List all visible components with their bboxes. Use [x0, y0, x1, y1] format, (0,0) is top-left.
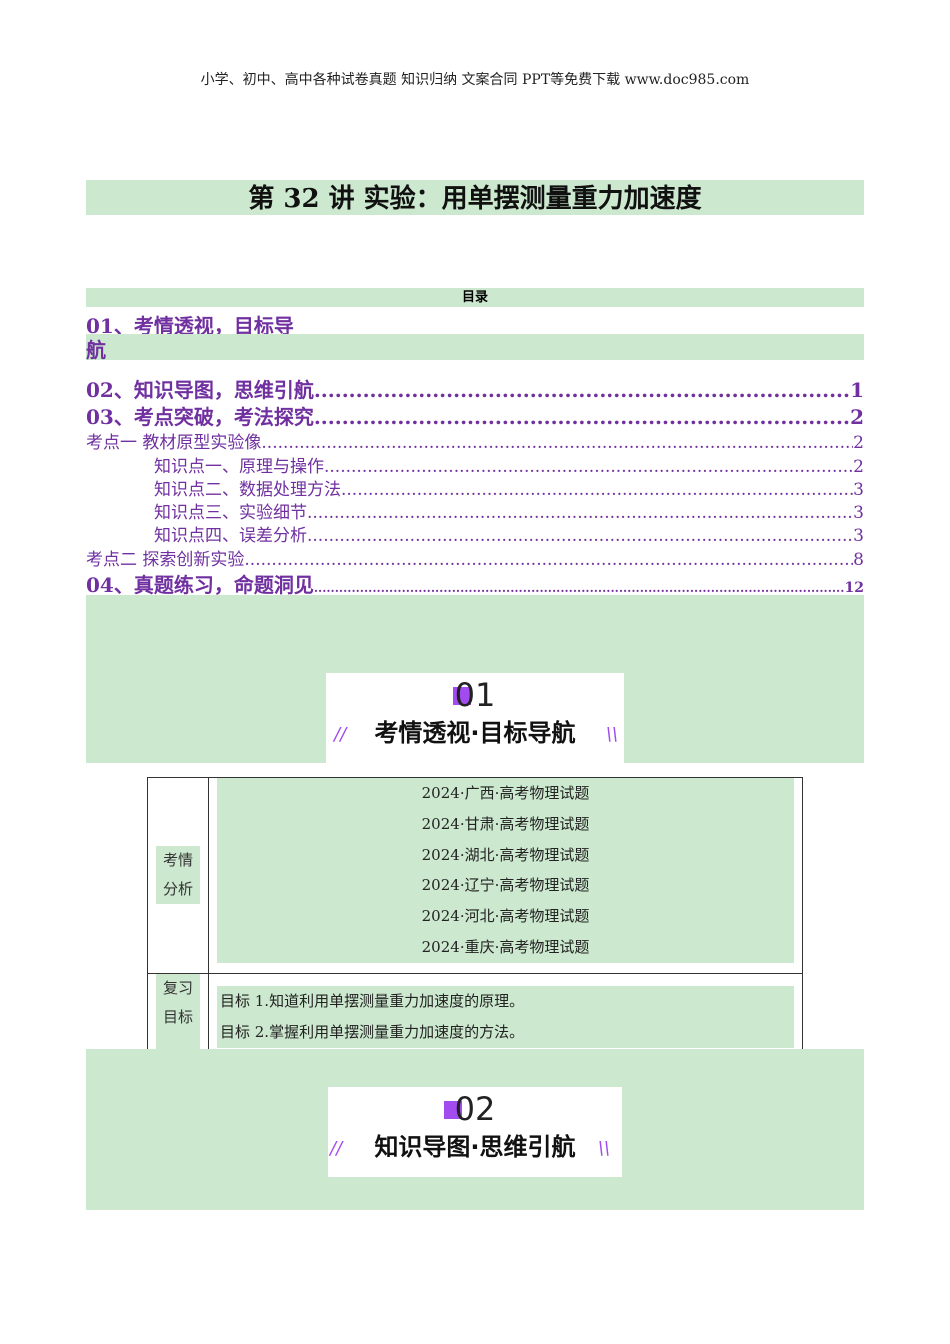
toc-item[interactable]: 知识点二、数据处理方法 3 — [86, 475, 864, 500]
toc-label: 04、真题练习，命题洞见 — [86, 573, 314, 597]
toc-label: 知识点四、误差分析 — [154, 526, 307, 546]
banner-number: 01 — [454, 676, 496, 714]
toc-item[interactable]: 知识点四、误差分析 3 — [86, 521, 864, 546]
goal-item: 目标 2.掌握利用单摆测量重力加速度的方法。 — [220, 1022, 525, 1041]
page-header: 小学、初中、高中各种试卷真题 知识归纳 文案合同 PPT等免费下载 www.do… — [200, 72, 750, 88]
toc-item[interactable]: 知识点一、原理与操作 2 — [86, 452, 864, 477]
toc-page: 3 — [853, 480, 864, 500]
toc-page: 12 — [844, 580, 864, 596]
table-row: 复习目标 目标 1.知道利用单摆测量重力加速度的原理。目标 2.掌握利用单摆测量… — [147, 972, 803, 1069]
toc-page: 3 — [853, 526, 864, 546]
toc-item[interactable]: 知识点三、实验细节 3 — [86, 498, 864, 523]
toc-page: 8 — [853, 550, 864, 570]
source-item: 2024·甘肃·高考物理试题 — [217, 808, 794, 840]
section-banner-2: 02 // 知识导图·思维引航 \\ — [328, 1087, 622, 1177]
banner-title: 知识导图·思维引航 — [374, 1133, 576, 1161]
toc-label: 知识点一、原理与操作 — [154, 457, 324, 477]
toc-page: 3 — [853, 503, 864, 523]
source-item: 2024·广西·高考物理试题 — [217, 778, 794, 809]
toc-item[interactable]: 02、知识导图，思维引航 1 — [86, 374, 864, 403]
toc-page: 2 — [850, 405, 864, 429]
source-item: 2024·河北·高考物理试题 — [217, 901, 794, 932]
toc-page: 1 — [850, 378, 864, 402]
row-label: 分析 — [162, 880, 193, 899]
row-label: 考情 — [162, 851, 193, 870]
toc-label: 02、知识导图，思维引航 — [86, 378, 314, 402]
table-row: 考情分析 2024·广西·高考物理试题 2024·甘肃·高考物理试题 2024·… — [147, 777, 803, 974]
toc-item[interactable]: 考点二 探索创新实验 8 — [86, 545, 864, 570]
toc-label: 03、考点突破，考法探究 — [86, 405, 314, 429]
source-item: 2024·湖北·高考物理试题 — [217, 839, 794, 871]
toc-label: 知识点二、数据处理方法 — [154, 480, 341, 500]
toc-heading: 目录 — [86, 288, 864, 307]
toc-item[interactable]: 04、真题练习，命题洞见 12 — [86, 569, 864, 598]
toc-label: 知识点三、实验细节 — [154, 503, 307, 523]
toc-item[interactable]: 考点一 教材原型实验像 2 — [86, 428, 864, 453]
source-item: 2024·重庆·高考物理试题 — [217, 931, 794, 963]
banner-number: 02 — [454, 1090, 496, 1128]
toc-item[interactable]: 03、考点突破，考法探究 2 — [86, 401, 864, 430]
toc-page: 2 — [853, 433, 864, 453]
goal-item: 目标 1.知道利用单摆测量重力加速度的原理。 — [220, 991, 525, 1010]
toc-label: 考点二 探索创新实验 — [86, 550, 245, 570]
toc-label: 航 — [86, 338, 106, 360]
toc-page: 2 — [853, 457, 864, 477]
row-label: 复习 — [162, 978, 193, 997]
source-item: 2024·辽宁·高考物理试题 — [217, 870, 794, 902]
banner-title: 考情透视·目标导航 — [374, 719, 576, 747]
lecture-title: 第 32 讲 实验：用单摆测量重力加速度 — [86, 180, 864, 215]
row-label: 目标 — [162, 1007, 193, 1026]
section-banner-1: 01 // 考情透视·目标导航 \\ — [326, 673, 624, 763]
overview-table: 考情分析 2024·广西·高考物理试题 2024·甘肃·高考物理试题 2024·… — [147, 777, 803, 1069]
toc-label: 考点一 教材原型实验像 — [86, 433, 262, 453]
toc-item-wrap[interactable]: 航 — [86, 334, 864, 360]
